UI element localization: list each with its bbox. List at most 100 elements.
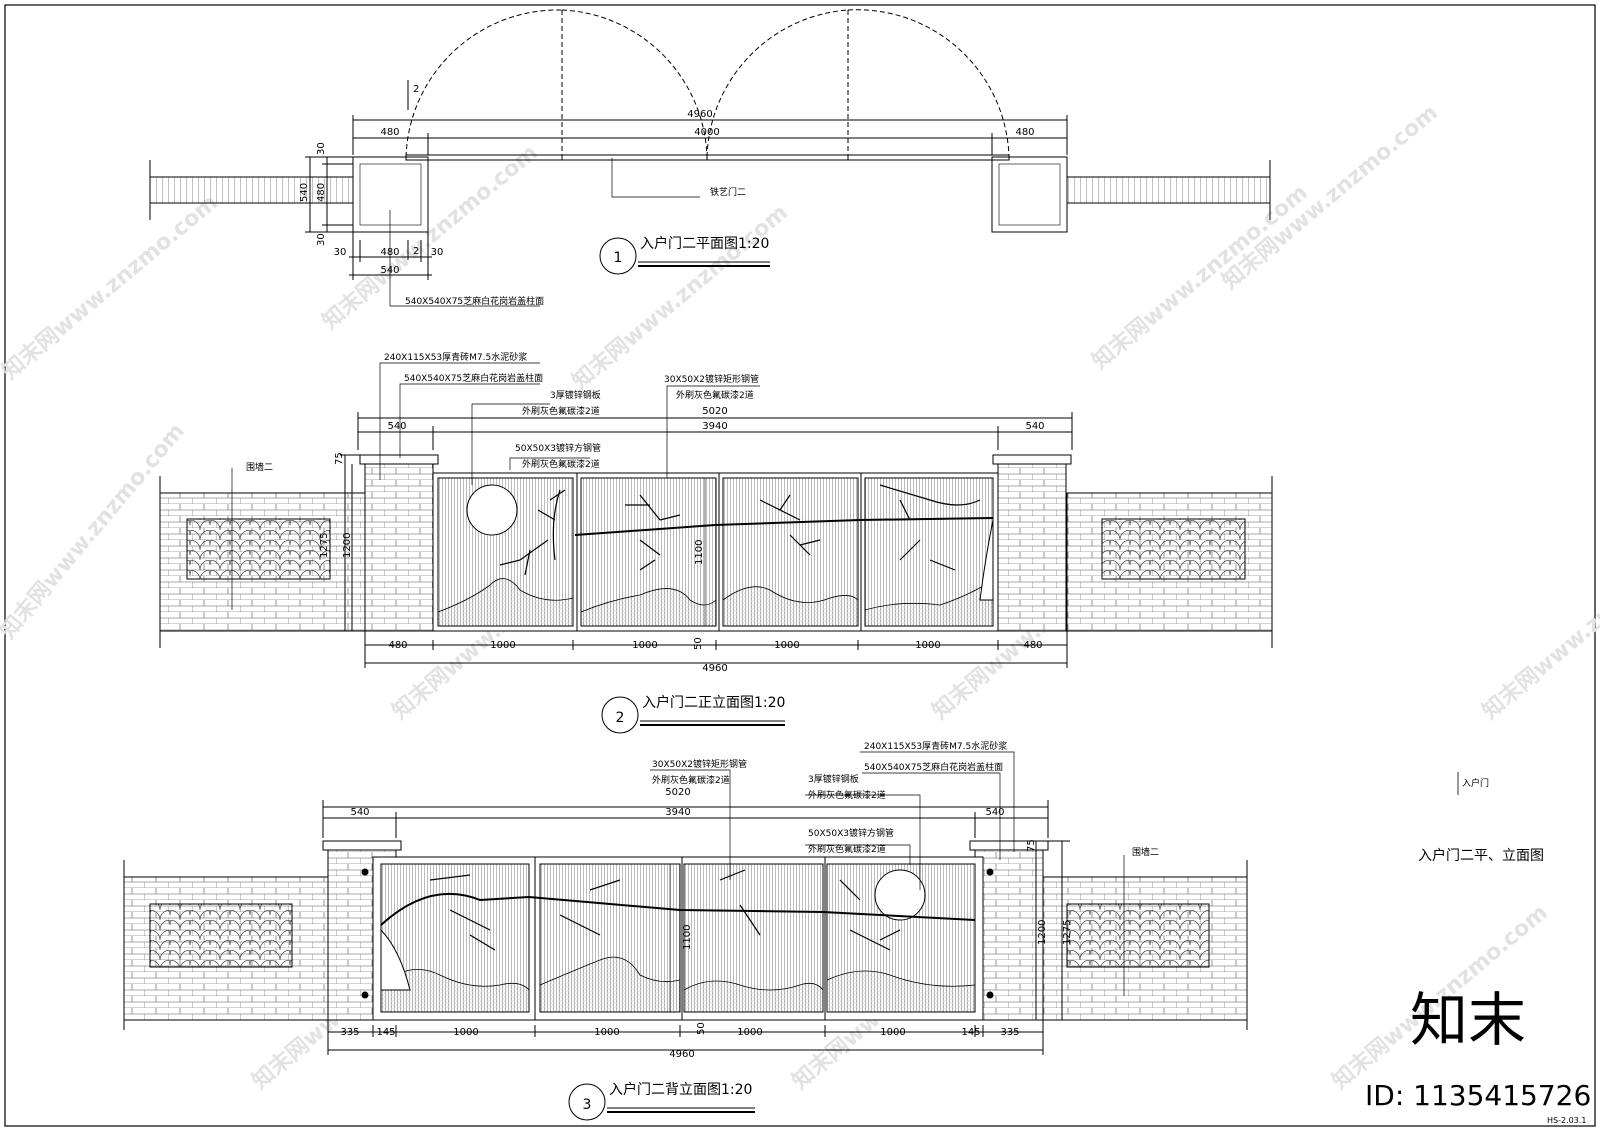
svg-text:1100: 1100 bbox=[682, 925, 693, 950]
svg-text:4960: 4960 bbox=[702, 663, 727, 674]
front-pillar-left bbox=[364, 463, 434, 632]
svg-text:1000: 1000 bbox=[915, 640, 940, 651]
back-elevation bbox=[123, 751, 1248, 1121]
svg-text:知末网www.znzmo.com: 知末网www.znzmo.com bbox=[567, 199, 793, 394]
svg-text:1200: 1200 bbox=[342, 533, 353, 558]
svg-text:540: 540 bbox=[387, 421, 406, 432]
svg-text:30: 30 bbox=[334, 247, 347, 258]
svg-text:335: 335 bbox=[1000, 1027, 1019, 1038]
svg-text:30X50X2镀锌矩形钢管: 30X50X2镀锌矩形钢管 bbox=[652, 758, 747, 770]
svg-text:1: 1 bbox=[614, 250, 623, 266]
front-branch-main bbox=[574, 517, 994, 536]
svg-text:4960: 4960 bbox=[687, 109, 712, 120]
small-label: 入户门 bbox=[1462, 777, 1489, 789]
svg-text:1200: 1200 bbox=[1037, 920, 1048, 945]
sheet-border bbox=[4, 4, 1596, 1127]
back-text: 30X50X2镀锌矩形钢管 外刷灰色氟碳漆2道 240X115X53厚青砖M7.… bbox=[340, 740, 1159, 1113]
svg-text:1000: 1000 bbox=[880, 1027, 905, 1038]
svg-text:5020: 5020 bbox=[702, 406, 727, 417]
svg-text:外刷灰色氟碳漆2道: 外刷灰色氟碳漆2道 bbox=[652, 774, 730, 786]
svg-text:540X540X75芝麻白花岗岩盖柱面: 540X540X75芝麻白花岗岩盖柱面 bbox=[405, 295, 544, 307]
svg-text:2: 2 bbox=[413, 84, 419, 95]
svg-text:540: 540 bbox=[1025, 421, 1044, 432]
svg-text:30X50X2镀锌矩形钢管: 30X50X2镀锌矩形钢管 bbox=[664, 373, 759, 385]
svg-text:4960: 4960 bbox=[669, 1049, 694, 1060]
svg-text:知末网www.znzmo.com: 知末网www.znzmo.com bbox=[1087, 179, 1313, 374]
plan-pillar-left bbox=[352, 156, 429, 233]
svg-text:540: 540 bbox=[985, 807, 1004, 818]
svg-text:1000: 1000 bbox=[453, 1027, 478, 1038]
svg-text:1000: 1000 bbox=[632, 640, 657, 651]
svg-text:1100: 1100 bbox=[694, 540, 705, 565]
svg-text:50X50X3镀锌方钢管: 50X50X3镀锌方钢管 bbox=[808, 827, 894, 839]
svg-text:2: 2 bbox=[616, 710, 625, 726]
svg-text:外刷灰色氟碳漆2道: 外刷灰色氟碳漆2道 bbox=[676, 389, 754, 401]
svg-text:540X540X75芝麻白花岗岩盖柱面: 540X540X75芝麻白花岗岩盖柱面 bbox=[864, 761, 1003, 773]
svg-text:540X540X75芝麻白花岗岩盖柱面: 540X540X75芝麻白花岗岩盖柱面 bbox=[404, 372, 543, 384]
svg-text:入户门二平面图1:20: 入户门二平面图1:20 bbox=[640, 235, 769, 252]
svg-text:540: 540 bbox=[380, 265, 399, 276]
svg-text:入户门二背立面图1:20: 入户门二背立面图1:20 bbox=[609, 1081, 752, 1098]
svg-text:50: 50 bbox=[696, 1022, 707, 1035]
svg-text:2: 2 bbox=[413, 246, 419, 257]
svg-text:3: 3 bbox=[583, 1097, 592, 1113]
svg-text:3厚镀锌钢板: 3厚镀锌钢板 bbox=[808, 773, 859, 785]
back-moon bbox=[874, 869, 926, 921]
svg-text:240X115X53厚青砖M7.5水泥砂浆: 240X115X53厚青砖M7.5水泥砂浆 bbox=[384, 351, 527, 363]
svg-text:50: 50 bbox=[693, 637, 704, 650]
back-wall-screen-right bbox=[1066, 903, 1210, 968]
svg-text:外刷灰色氟碳漆2道: 外刷灰色氟碳漆2道 bbox=[808, 789, 886, 801]
svg-text:30: 30 bbox=[316, 142, 327, 155]
plan-swing-arc bbox=[405, 9, 563, 158]
svg-text:4000: 4000 bbox=[694, 127, 719, 138]
front-pillar-right bbox=[997, 463, 1067, 632]
svg-text:1000: 1000 bbox=[490, 640, 515, 651]
plan-title-bubble bbox=[599, 237, 637, 275]
svg-text:480: 480 bbox=[1015, 127, 1034, 138]
svg-text:知末网www.znzmo.com: 知末网www.znzmo.com bbox=[1477, 529, 1600, 724]
svg-text:5020: 5020 bbox=[665, 787, 690, 798]
svg-text:335: 335 bbox=[340, 1027, 359, 1038]
front-text: 240X115X53厚青砖M7.5水泥砂浆 540X540X75芝麻白花岗岩盖柱… bbox=[246, 351, 1045, 726]
svg-text:1000: 1000 bbox=[594, 1027, 619, 1038]
svg-text:围墙二: 围墙二 bbox=[246, 461, 273, 473]
svg-text:480: 480 bbox=[316, 183, 327, 202]
title-block: 入户门 入户门二平、立面图 HS-2.03.1 bbox=[1418, 772, 1586, 1125]
brand-logo: 知末 bbox=[1410, 986, 1526, 1054]
front-wall-screen-right bbox=[1101, 518, 1246, 580]
plan-view bbox=[149, 9, 1271, 307]
plan-wall-right bbox=[1066, 176, 1271, 204]
svg-text:围墙二: 围墙二 bbox=[1132, 846, 1159, 858]
front-pillar-cap-left bbox=[359, 454, 439, 465]
svg-text:75: 75 bbox=[334, 452, 345, 465]
svg-text:480: 480 bbox=[388, 640, 407, 651]
svg-text:1000: 1000 bbox=[774, 640, 799, 651]
front-hills-1 bbox=[437, 578, 574, 627]
svg-text:入户门二正立面图1:20: 入户门二正立面图1:20 bbox=[642, 694, 785, 711]
svg-text:480: 480 bbox=[1023, 640, 1042, 651]
svg-text:30: 30 bbox=[316, 233, 327, 246]
plan-pillar-right bbox=[991, 156, 1068, 233]
svg-text:540: 540 bbox=[299, 183, 310, 202]
svg-text:1000: 1000 bbox=[737, 1027, 762, 1038]
brand-id: ID: 1135415726 bbox=[1365, 1079, 1591, 1112]
back-wall-screen-left bbox=[149, 903, 293, 968]
sheet-code: HS-2.03.1 bbox=[1547, 1116, 1586, 1125]
plan-text: 4960 4000 480 480 2 2 30 480 540 30 30 4… bbox=[299, 84, 1035, 307]
front-wall-screen-left bbox=[186, 518, 331, 580]
front-elevation bbox=[159, 362, 1273, 734]
svg-text:75: 75 bbox=[1026, 839, 1037, 852]
svg-text:50X50X3镀锌方钢管: 50X50X3镀锌方钢管 bbox=[515, 442, 601, 454]
svg-text:145: 145 bbox=[376, 1027, 395, 1038]
svg-text:540: 540 bbox=[350, 807, 369, 818]
svg-text:480: 480 bbox=[380, 247, 399, 258]
brand-overlay: 知末 ID: 1135415726 bbox=[1365, 986, 1591, 1112]
svg-text:480: 480 bbox=[380, 127, 399, 138]
svg-text:145: 145 bbox=[961, 1027, 980, 1038]
svg-text:铁艺门二: 铁艺门二 bbox=[710, 186, 746, 198]
svg-text:1275: 1275 bbox=[319, 533, 330, 558]
svg-text:3厚镀锌钢板: 3厚镀锌钢板 bbox=[550, 389, 601, 401]
svg-text:240X115X53厚青砖M7.5水泥砂浆: 240X115X53厚青砖M7.5水泥砂浆 bbox=[864, 740, 1007, 752]
svg-text:30: 30 bbox=[431, 247, 444, 258]
